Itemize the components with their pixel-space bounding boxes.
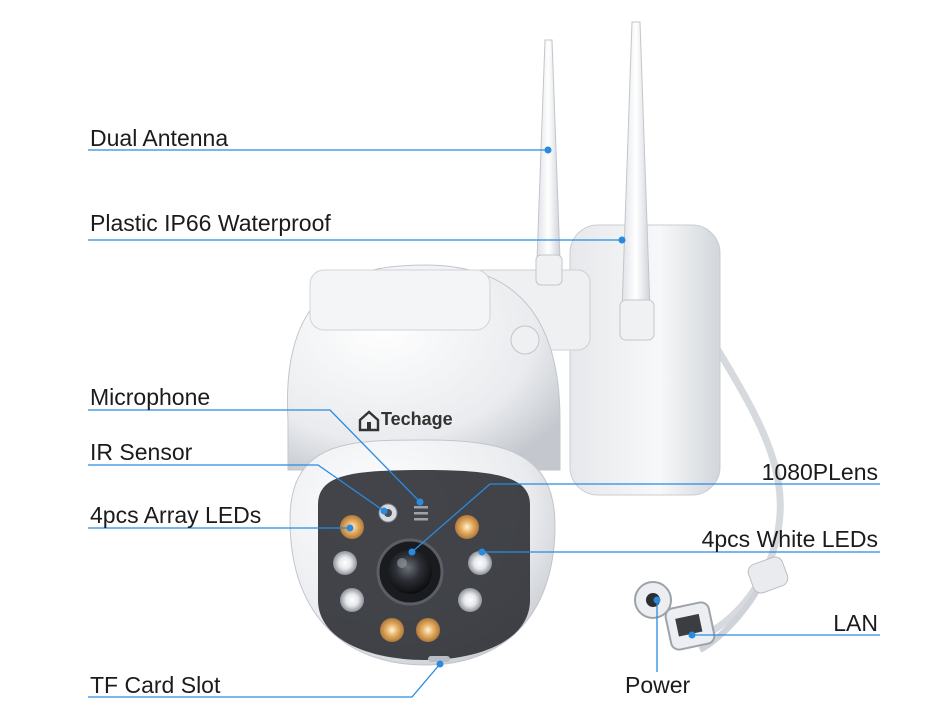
label-tf-card-slot: TF Card Slot (90, 672, 221, 698)
lens-glint (397, 558, 407, 568)
antenna-right (619, 21, 655, 341)
label-waterproof: Plastic IP66 Waterproof (90, 210, 331, 236)
leader-lines (88, 149, 880, 698)
tf-card-slot (428, 656, 450, 662)
lens (388, 550, 432, 594)
label-ir-sensor: IR Sensor (90, 439, 193, 465)
white-led (333, 551, 357, 575)
array-led (380, 618, 404, 642)
housing-top-cap (309, 269, 491, 331)
antenna-left (535, 39, 563, 286)
white-led (340, 588, 364, 612)
array-led (455, 515, 479, 539)
housing-side-button (510, 325, 540, 355)
brand-logo-text: Techage (381, 409, 453, 429)
house-logo-icon (358, 410, 380, 432)
leader-tf-card (88, 663, 441, 698)
leader-microphone (88, 409, 421, 503)
label-lens: 1080PLens (761, 459, 878, 485)
microphone-grille (414, 506, 428, 521)
label-array-leds: 4pcs Array LEDs (90, 502, 262, 528)
leader-dots (346, 146, 696, 668)
lan-connector (664, 601, 716, 651)
label-white-leds: 4pcs White LEDs (701, 526, 878, 552)
label-dual-antenna: Dual Antenna (90, 125, 229, 151)
array-led (416, 618, 440, 642)
leader-ir-sensor (88, 464, 385, 512)
label-power: Power (625, 672, 691, 698)
cable-sleeve (747, 556, 789, 594)
label-lan: LAN (833, 610, 878, 636)
label-microphone: Microphone (90, 384, 211, 410)
white-led (458, 588, 482, 612)
leader-lens (411, 483, 880, 553)
white-led (468, 551, 492, 575)
